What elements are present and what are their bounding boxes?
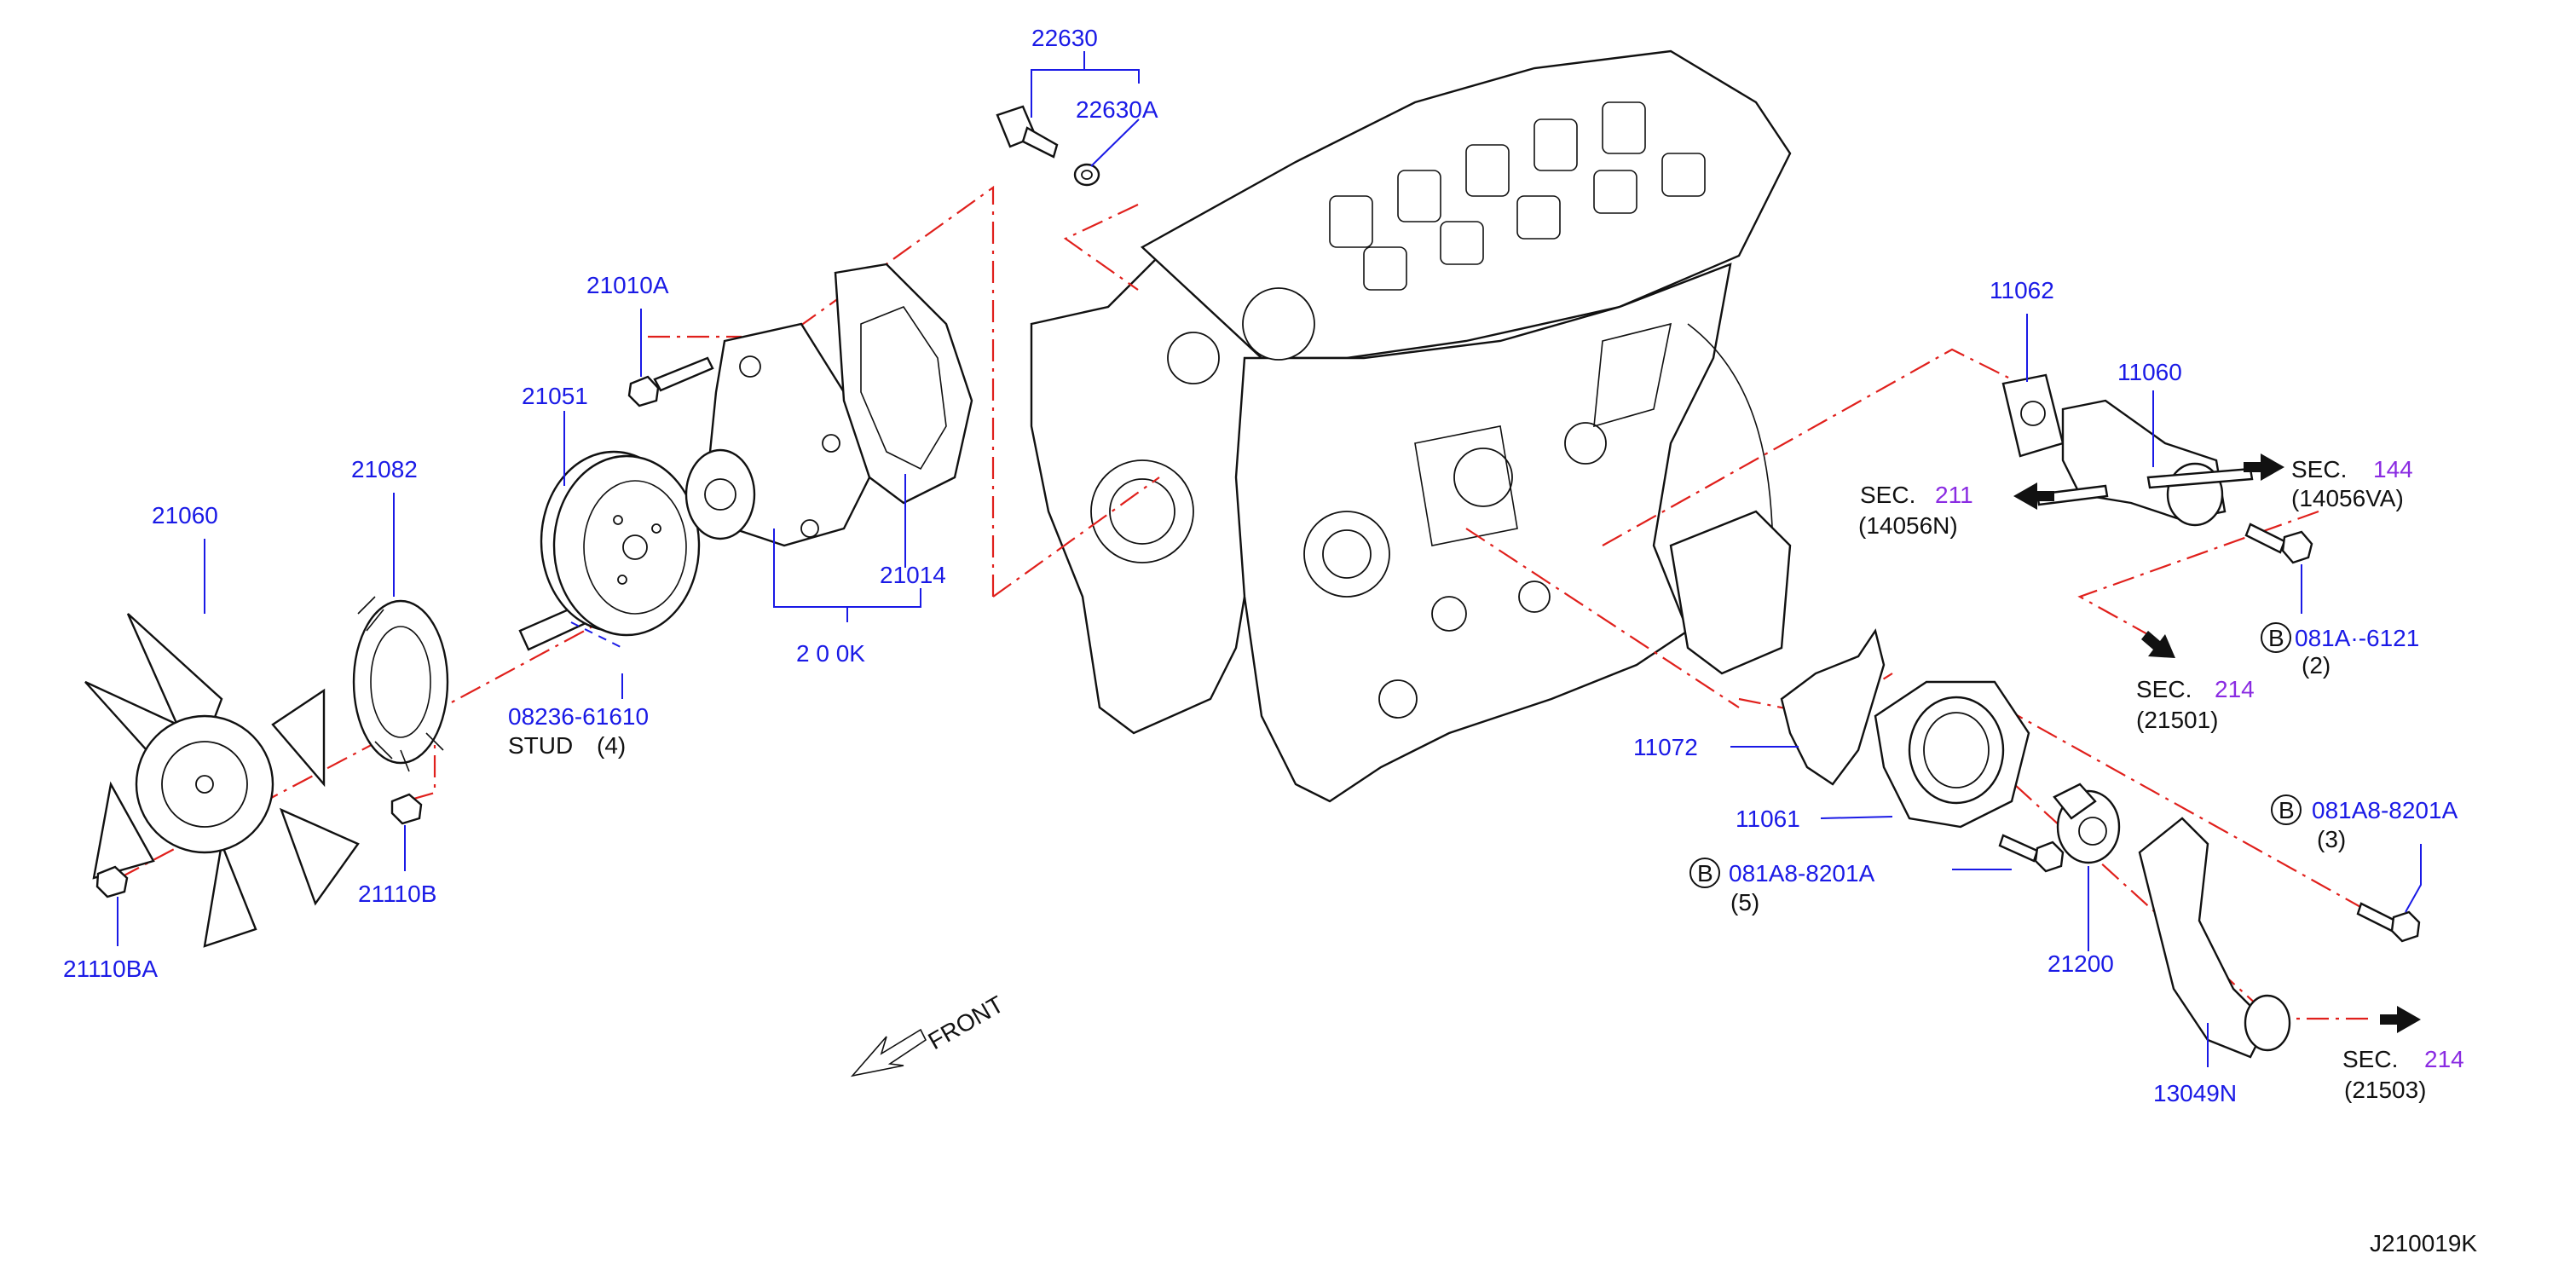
temp-sensor — [996, 105, 1059, 159]
b-marker-right-text: B — [2279, 797, 2295, 823]
label-22630[interactable]: 22630 — [1031, 25, 1098, 51]
sec214b-num[interactable]: 214 — [2424, 1046, 2464, 1072]
label-081a-6121[interactable]: 081A·-6121 — [2295, 625, 2419, 651]
label-stud-qty: (4) — [597, 732, 626, 759]
arrow-sec144-icon — [2244, 453, 2284, 481]
water-inlet — [2138, 817, 2291, 1059]
nut-21110ba — [95, 865, 129, 898]
label-081a8-8201a-left[interactable]: 081A8-8201A — [1729, 860, 1875, 887]
sec211-word: SEC. — [1860, 482, 1915, 508]
label-081a-top-qty: (2) — [2302, 652, 2331, 679]
part-labels: 22630 22630A 21010A 21051 21082 21060 21… — [63, 25, 2477, 1256]
label-stud: STUD — [508, 732, 573, 759]
engine-block — [1030, 49, 1792, 803]
sec214a-ref: (21501) — [2136, 707, 2219, 733]
leader-lines — [117, 51, 2422, 1067]
b-marker-top-text: B — [2268, 625, 2284, 651]
b-marker-right — [2271, 794, 2302, 825]
pulley — [540, 450, 701, 637]
sec214b-ref: (21503) — [2344, 1077, 2427, 1103]
block-bosses — [1090, 287, 1672, 719]
label-21014[interactable]: 21014 — [880, 562, 946, 588]
label-22630a[interactable]: 22630A — [1076, 96, 1158, 123]
thermostat — [2053, 783, 2121, 864]
b-marker-left-text: B — [1697, 860, 1713, 887]
cam-caps — [1329, 101, 1706, 291]
cooling-fan — [84, 613, 360, 948]
label-21051[interactable]: 21051 — [522, 383, 588, 409]
water-outlet — [2036, 399, 2254, 527]
housing-gasket — [1780, 628, 1886, 786]
water-pump — [684, 322, 871, 547]
sec214a-num[interactable]: 214 — [2215, 676, 2255, 702]
label-08236-61610[interactable]: 08236-61610 — [508, 703, 649, 730]
label-13049n[interactable]: 13049N — [2153, 1080, 2237, 1106]
bolt-housing — [1998, 834, 2065, 873]
label-21082[interactable]: 21082 — [351, 456, 418, 482]
sec144-word: SEC. — [2291, 456, 2347, 482]
fan-clutch — [352, 596, 449, 772]
sec214a-word: SEC. — [2136, 676, 2192, 702]
front-arrow-icon — [850, 1028, 927, 1077]
label-21110b[interactable]: 21110B — [358, 881, 436, 907]
outlet-gasket — [2001, 373, 2065, 458]
bolt-top-right — [2244, 523, 2313, 564]
label-11072[interactable]: 11072 — [1633, 734, 1698, 760]
bolt-21010a — [627, 356, 714, 407]
sec214b-word: SEC. — [2342, 1046, 2398, 1072]
label-081a8-8201a-right[interactable]: 081A8-8201A — [2312, 797, 2458, 823]
arrow-sec214b-icon — [2380, 1006, 2421, 1033]
b-marker-left — [1689, 858, 1720, 888]
nut-21110b — [390, 793, 423, 825]
label-081a8-left-qty: (5) — [1730, 889, 1759, 916]
sec211-num[interactable]: 211 — [1935, 482, 1973, 508]
label-21110ba[interactable]: 21110BA — [63, 956, 158, 982]
label-21060[interactable]: 21060 — [152, 502, 218, 529]
diagram-id: J210019K — [2370, 1230, 2477, 1256]
sensor-washer — [1073, 163, 1100, 187]
label-21200[interactable]: 21200 — [2048, 950, 2114, 977]
label-081a8-right-qty: (3) — [2317, 826, 2346, 852]
water-pump-gasket — [834, 263, 973, 505]
label-21010a[interactable]: 21010A — [586, 272, 669, 298]
label-11061[interactable]: 11061 — [1736, 806, 1800, 832]
b-marker-top — [2261, 622, 2291, 653]
sec211-ref: (14056N) — [1858, 512, 1958, 539]
thermostat-housing — [1874, 680, 2030, 829]
sec144-ref: (14056VA) — [2291, 485, 2404, 511]
arrow-sec214a-icon — [2141, 631, 2175, 658]
label-11060[interactable]: 11060 — [2117, 359, 2182, 385]
label-21010k[interactable]: 2 0 0K — [796, 640, 865, 667]
bolt-inlet — [2356, 902, 2421, 943]
label-11062[interactable]: 11062 — [1990, 277, 2054, 303]
sec144-num[interactable]: 144 — [2373, 456, 2413, 482]
arrow-sec211-icon — [2013, 482, 2054, 510]
front-label: FRONT — [924, 991, 1008, 1054]
